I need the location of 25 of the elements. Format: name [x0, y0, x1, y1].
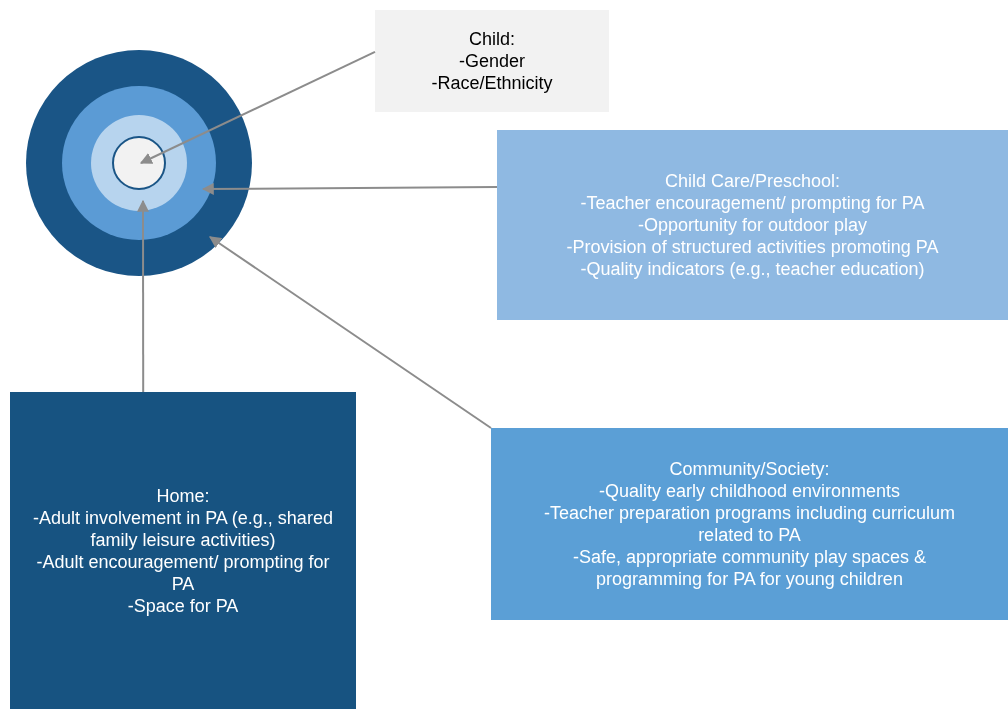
factor-item: -Safe, appropriate community play spaces & programming for PA for young children	[571, 546, 928, 590]
factor-item: -Adult encouragement/ prompting for PA	[35, 550, 331, 595]
arrow	[137, 199, 149, 393]
arrow	[201, 182, 498, 195]
factor-item: -Teacher preparation programs including curriculum related to PA	[542, 502, 957, 546]
box-heading: Home:	[155, 484, 211, 507]
box-heading: Child:	[468, 28, 516, 50]
factor-item: -Provision of structured activities promoting PA	[565, 236, 940, 258]
box-heading: Child Care/Preschool:	[663, 170, 842, 192]
factor-item: -Quality indicators (e.g., teacher education)	[579, 258, 926, 280]
ring	[112, 136, 166, 190]
factor-box	[491, 428, 1008, 620]
factor-item: -Teacher encouragement/ prompting for PA	[579, 192, 926, 214]
factor-item: -Quality early childhood environments	[597, 480, 902, 502]
arrow	[139, 50, 376, 164]
arrow	[209, 236, 492, 429]
factor-item: -Space for PA	[126, 594, 240, 617]
box-heading: Community/Society:	[668, 458, 831, 480]
factor-item: -Race/Ethnicity	[430, 72, 554, 94]
factor-item: -Opportunity for outdoor play	[636, 214, 869, 236]
factor-box	[375, 10, 609, 112]
factor-item: -Gender	[457, 50, 526, 72]
factor-box	[497, 130, 1008, 320]
factor-item: -Adult involvement in PA (e.g., shared family leisure activities)	[32, 506, 334, 551]
factor-box	[10, 392, 356, 709]
